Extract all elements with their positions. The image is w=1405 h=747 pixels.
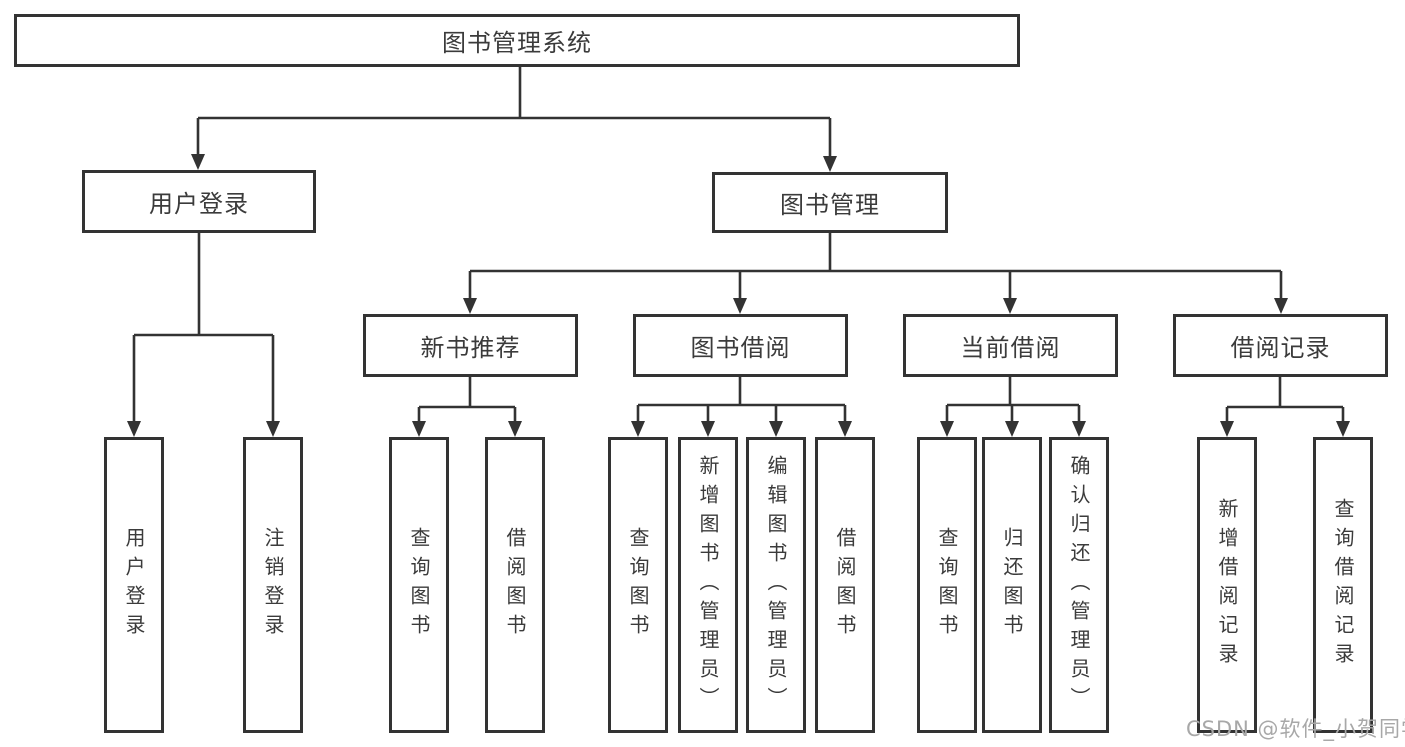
leaf-logout: 注销登录 bbox=[243, 437, 303, 733]
arrowheads bbox=[127, 154, 1350, 437]
arrow-down-icon bbox=[127, 421, 141, 437]
leaf-add-borrow-record: 新增借阅记录 bbox=[1197, 437, 1257, 733]
arrow-down-icon bbox=[191, 154, 205, 170]
leaf-confirm-return-admin: 确认归还（管理员） bbox=[1049, 437, 1109, 733]
leaf-label: 查询图书 bbox=[407, 527, 431, 643]
leaf-label: 查询借阅记录 bbox=[1331, 498, 1355, 672]
node-current-borrow: 当前借阅 bbox=[903, 314, 1118, 377]
node-label: 用户登录 bbox=[149, 190, 249, 218]
leaf-borrow-books: 借阅图书 bbox=[815, 437, 875, 733]
node-label: 当前借阅 bbox=[960, 334, 1061, 362]
leaf-borrow-books-recommend: 借阅图书 bbox=[485, 437, 545, 733]
arrow-down-icon bbox=[1274, 298, 1288, 314]
arrow-down-icon bbox=[701, 421, 715, 437]
leaf-label: 注销登录 bbox=[261, 527, 285, 643]
node-borrow-records: 借阅记录 bbox=[1173, 314, 1388, 377]
arrow-down-icon bbox=[412, 421, 426, 437]
arrow-down-icon bbox=[733, 298, 747, 314]
arrow-down-icon bbox=[1336, 421, 1350, 437]
arrow-down-icon bbox=[940, 421, 954, 437]
leaf-label: 借阅图书 bbox=[503, 527, 527, 643]
arrow-down-icon bbox=[838, 421, 852, 437]
arrow-down-icon bbox=[508, 421, 522, 437]
node-user-login-branch: 用户登录 bbox=[82, 170, 316, 233]
node-new-book-recommend: 新书推荐 bbox=[363, 314, 578, 377]
arrow-down-icon bbox=[1220, 421, 1234, 437]
arrow-down-icon bbox=[1003, 298, 1017, 314]
leaf-query-books-borrow: 查询图书 bbox=[608, 437, 668, 733]
connector-user-login-to-leaves bbox=[132, 233, 275, 422]
leaf-label: 借阅图书 bbox=[833, 527, 857, 643]
leaf-label: 查询图书 bbox=[626, 527, 650, 643]
connector-new-book-recommend-to-leaves bbox=[417, 377, 517, 422]
node-label: 图书管理 bbox=[780, 191, 880, 219]
arrow-down-icon bbox=[769, 421, 783, 437]
leaf-add-books-admin: 新增图书（管理员） bbox=[678, 437, 738, 733]
leaf-edit-books-admin: 编辑图书（管理员） bbox=[746, 437, 806, 733]
leaf-label: 新增图书（管理员） bbox=[696, 454, 720, 716]
csdn-watermark: CSDN @软件_小贺同学 bbox=[1186, 717, 1405, 741]
connector-current-borrow-to-leaves bbox=[945, 377, 1081, 422]
connector-book-management-to-groups bbox=[468, 233, 1283, 299]
leaf-label: 确认归还（管理员） bbox=[1067, 454, 1091, 716]
node-label: 借阅记录 bbox=[1230, 334, 1331, 362]
leaf-return-books: 归还图书 bbox=[982, 437, 1042, 733]
leaf-query-books-recommend: 查询图书 bbox=[389, 437, 449, 733]
leaf-label: 用户登录 bbox=[122, 527, 146, 643]
leaf-label: 新增借阅记录 bbox=[1215, 498, 1239, 672]
arrow-down-icon bbox=[823, 156, 837, 172]
connector-book-borrow-to-leaves bbox=[636, 377, 847, 422]
leaf-query-borrow-record: 查询借阅记录 bbox=[1313, 437, 1373, 733]
leaf-label: 归还图书 bbox=[1000, 527, 1024, 643]
leaf-label: 编辑图书（管理员） bbox=[764, 454, 788, 716]
leaf-user-login: 用户登录 bbox=[104, 437, 164, 733]
leaf-label: 查询图书 bbox=[935, 527, 959, 643]
node-root-system: 图书管理系统 bbox=[14, 14, 1020, 67]
arrow-down-icon bbox=[631, 421, 645, 437]
arrow-down-icon bbox=[266, 421, 280, 437]
arrow-down-icon bbox=[1072, 421, 1086, 437]
node-book-management-branch: 图书管理 bbox=[712, 172, 948, 233]
connector-root-to-branches bbox=[196, 67, 832, 157]
leaf-query-books-current: 查询图书 bbox=[917, 437, 977, 733]
connector-borrow-records-to-leaves bbox=[1225, 377, 1345, 422]
arrow-down-icon bbox=[463, 298, 477, 314]
node-book-borrow: 图书借阅 bbox=[633, 314, 848, 377]
node-label: 图书借阅 bbox=[690, 334, 791, 362]
arrow-down-icon bbox=[1005, 421, 1019, 437]
node-label: 图书管理系统 bbox=[442, 29, 592, 57]
node-label: 新书推荐 bbox=[420, 334, 521, 362]
